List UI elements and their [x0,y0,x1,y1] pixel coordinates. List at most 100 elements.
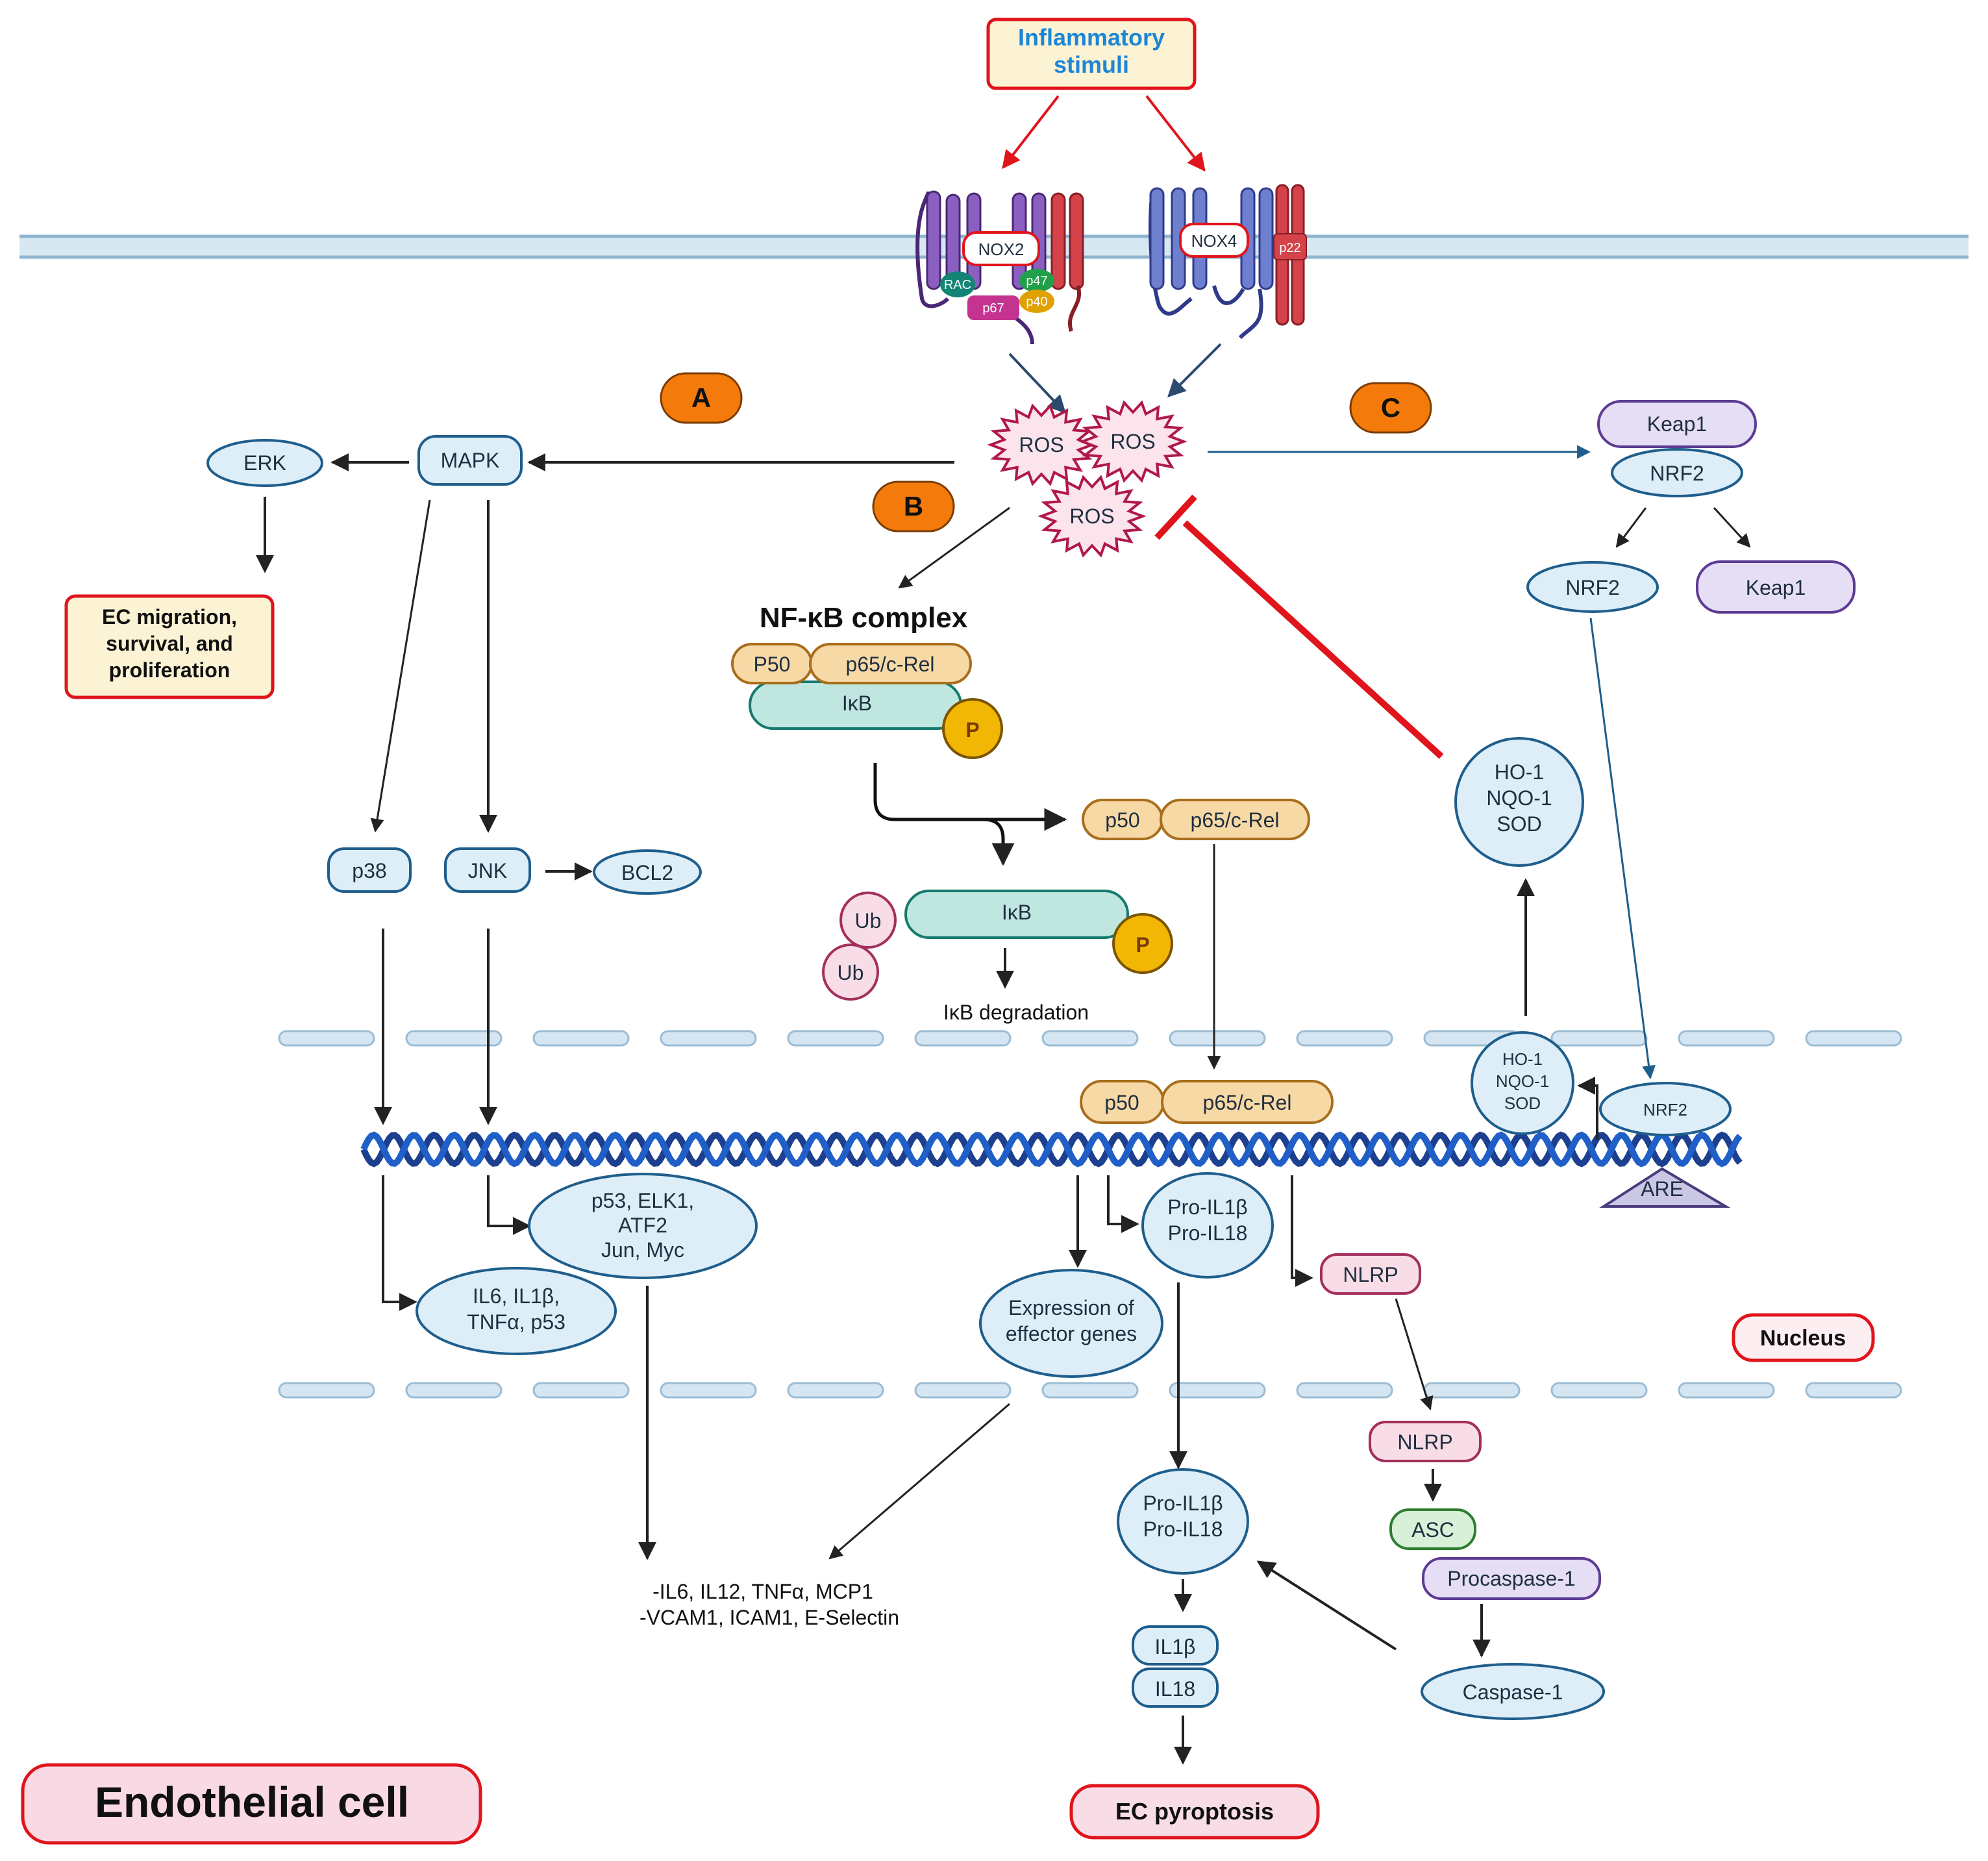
node-pro-il-cytoplasm: Pro-IL1β Pro-IL18 [1117,1468,1249,1575]
node-jnk: JNK [444,847,531,893]
svg-text:IL18: IL18 [1155,1677,1195,1701]
svg-text:Endothelial cell: Endothelial cell [95,1778,409,1826]
node-erk: ERK [206,439,323,487]
svg-text:IL1β: IL1β [1155,1635,1196,1658]
p47-label: p47 [1026,274,1047,288]
nox2-complex: NOX2 RAC p67 p47 p40 [915,190,1084,345]
svg-text:HO-1: HO-1 [1495,760,1544,784]
rac-label: RAC [944,278,971,292]
nfkb-complex: IκB P50 p65/c-Rel P [731,643,1003,759]
svg-text:proliferation: proliferation [109,658,230,682]
ikb-degradation-label: IκB degradation [943,1001,1089,1024]
arrow-effector-mediators [828,1403,1010,1560]
svg-text:Caspase-1: Caspase-1 [1463,1680,1563,1704]
arrow-dna-tf [487,1175,531,1235]
node-asc: ASC [1389,1508,1476,1550]
svg-text:SOD: SOD [1504,1093,1541,1113]
svg-text:B: B [904,491,923,521]
arrow-are-enzymes [1577,1077,1598,1140]
node-p38: p38 [327,847,412,893]
node-keap1-free: Keap1 [1696,560,1856,614]
svg-text:MAPK: MAPK [441,449,500,472]
svg-text:Pro-IL18: Pro-IL18 [1143,1518,1223,1541]
svg-text:Procaspase-1: Procaspase-1 [1447,1567,1575,1590]
node-nrf2-nuclear: NRF2 [1599,1082,1732,1136]
svg-text:p53, ELK1,: p53, ELK1, [591,1189,694,1212]
svg-text:p65/c-Rel: p65/c-Rel [1191,808,1280,832]
node-caspase: Caspase-1 [1421,1663,1605,1720]
svg-text:JNK: JNK [468,859,507,882]
mediators-line2: -VCAM1, ICAM1, E-Selectin [640,1606,899,1629]
are-element: ARE [1599,1167,1731,1208]
svg-text:IL6, IL1β,: IL6, IL1β, [473,1284,560,1308]
arrow-dna-cytokines [382,1175,417,1311]
arrow-keap1-release [1713,506,1751,548]
inhibition-enzymes-ros [1154,494,1444,759]
node-bcl2: BCL2 [593,849,702,895]
svg-text:Pro-IL1β: Pro-IL1β [1167,1195,1247,1219]
ros-burst-3-label: ROS [1069,505,1114,528]
svg-text:Ub: Ub [838,961,864,984]
svg-text:NQO-1: NQO-1 [1486,786,1552,810]
svg-text:SOD: SOD [1497,812,1541,836]
arrow-mapk-p38 [370,499,431,833]
svg-text:Pro-IL18: Pro-IL18 [1168,1221,1248,1245]
ros-burst-1 [987,403,1096,486]
ros-burst-2-label: ROS [1110,430,1155,453]
svg-text:EC pyroptosis: EC pyroptosis [1115,1798,1274,1825]
p40-label: p40 [1026,295,1047,309]
arrow-dna-nlrp [1291,1175,1313,1287]
svg-text:Ub: Ub [855,909,882,932]
svg-text:effector genes: effector genes [1006,1322,1137,1345]
svg-text:NRF2: NRF2 [1643,1100,1687,1119]
svg-text:ASC: ASC [1411,1518,1454,1542]
svg-text:EC migration,: EC migration, [102,605,237,629]
p67-label: p67 [982,301,1004,316]
svg-text:IκB: IκB [842,692,872,715]
node-tf-targets: p53, ELK1, ATF2 Jun, Myc [528,1173,758,1279]
inflammatory-stimuli-box: Inflammatory stimuli [986,18,1197,90]
nox4-complex: p22 NOX4 [1149,184,1307,340]
ros-burst-2 [1078,400,1187,483]
svg-text:survival, and: survival, and [106,632,233,655]
svg-text:Keap1: Keap1 [1647,412,1708,436]
svg-text:NLRP: NLRP [1343,1263,1398,1286]
node-keap1-complex: Keap1 NRF2 [1597,400,1757,497]
node-il1b: IL1β [1132,1625,1219,1666]
svg-text:P: P [1136,933,1149,956]
ros-burst-1-label: ROS [1019,433,1063,456]
arrow-nrf2-release [1615,507,1647,548]
svg-text:BCL2: BCL2 [621,861,673,884]
node-effector-genes: Expression of effector genes [979,1269,1163,1378]
svg-text:NRF2: NRF2 [1650,462,1704,485]
arrow-dna-proil [1107,1175,1139,1233]
svg-text:NRF2: NRF2 [1565,576,1620,599]
outcome-ec-migration-box: EC migration, survival, and proliferatio… [64,594,275,699]
svg-text:Expression of: Expression of [1008,1296,1134,1319]
svg-text:p38: p38 [352,859,386,882]
svg-text:C: C [1381,392,1400,423]
arrow-nrf2-nucleus [1589,618,1656,1080]
svg-text:IκB: IκB [1002,901,1032,924]
ikb-ubiquitinated: IκB Ub Ub P [822,890,1173,1001]
arrow-ikb-release [873,763,1067,831]
node-nlrp-cytoplasm: NLRP [1369,1421,1482,1462]
svg-text:Keap1: Keap1 [1746,576,1806,599]
svg-text:HO-1: HO-1 [1502,1049,1543,1069]
ros-cluster: ROS ROS ROS [987,400,1187,558]
svg-text:Pro-IL1β: Pro-IL1β [1143,1492,1223,1515]
svg-text:P50: P50 [754,653,791,676]
svg-text:p50: p50 [1105,808,1139,832]
svg-text:A: A [691,382,711,413]
node-nlrp-nuclear: NLRP [1320,1253,1421,1295]
node-nrf2-free: NRF2 [1526,561,1659,613]
arrow-ros-nfkb [898,506,1010,589]
arrow-nox2-ros [1008,353,1066,414]
svg-text:ATF2: ATF2 [618,1214,667,1237]
stimulus-line1: Inflammatory [1018,24,1165,51]
outcome-ec-pyroptosis: EC pyroptosis [1069,1784,1320,1840]
arrow-nox4-ros [1167,343,1222,397]
nfkb-free-dimer: p50 p65/c-Rel [1082,799,1310,840]
nuclear-envelope-top [278,1030,1902,1047]
